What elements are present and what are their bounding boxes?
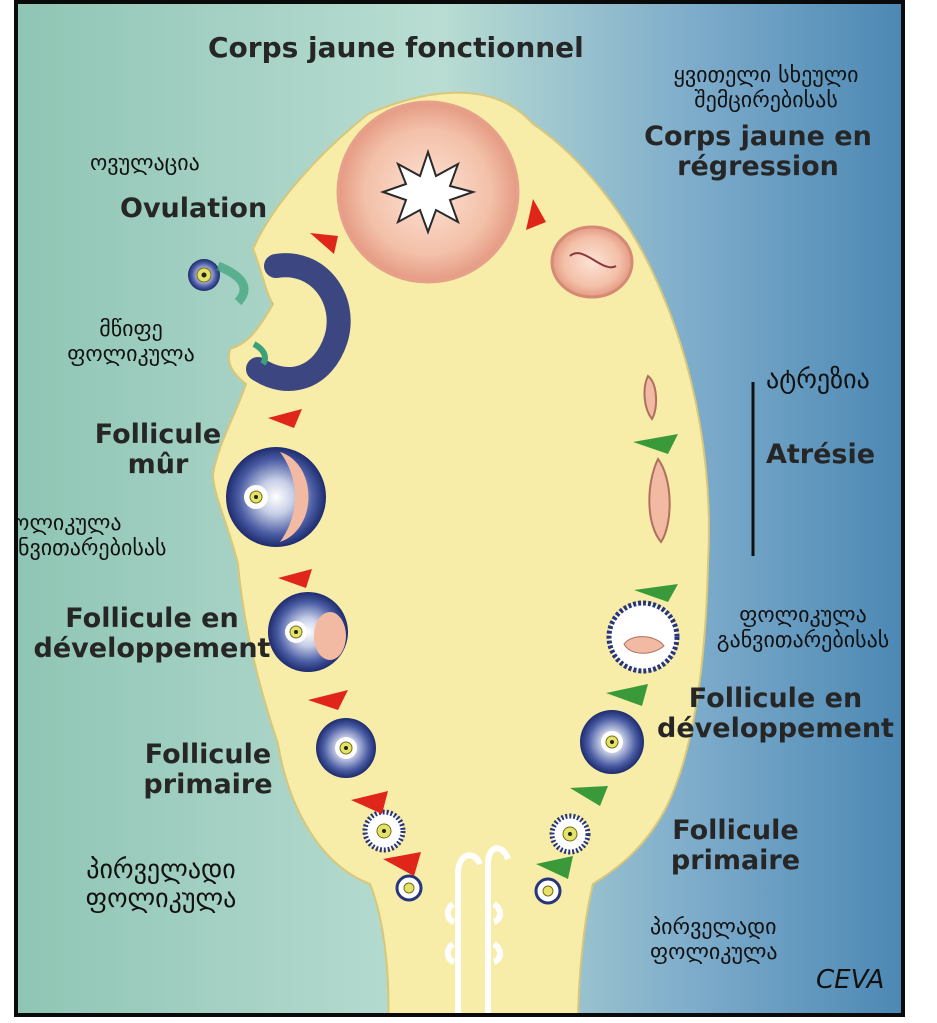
label-follicule-primaire-left-ka: პირველადი ფოლიკულა — [36, 856, 286, 914]
label-follicule-dev-left-fr: Follicule en développement — [32, 604, 272, 664]
label-line: განვითარებისას — [14, 537, 167, 562]
label-line: primaire — [648, 846, 823, 876]
label-follicule-primaire-left-fr: Follicule primaire — [118, 740, 298, 800]
label-follicule-dev-right-fr: Follicule en développement — [648, 684, 903, 744]
label-follicule-dev-left-ka: ფოლიკულა განვითარებისას — [14, 512, 167, 561]
label-line: ფოლიკულა — [683, 604, 905, 629]
label-follicule-mur-ka: მწიფე ფოლიკულა — [26, 318, 236, 367]
label-line: განვითარებისას — [683, 629, 905, 654]
label-corps-jaune-regression-ka: ყვითელი სხეული შემცირებისას — [636, 64, 896, 113]
label-follicule-mur-fr: Follicule mûr — [68, 420, 248, 480]
label-line: ფოლიკულა — [36, 885, 286, 914]
label-line: ყვითელი სხეული — [636, 64, 896, 89]
label-line: primaire — [118, 770, 298, 800]
corpus-luteum-functional — [338, 102, 518, 282]
label-line: Corps jaune en — [623, 122, 893, 152]
label-follicule-primaire-right-ka: პირველადი ფოლიკულა — [650, 916, 778, 965]
follicle-secondary-left — [316, 718, 376, 778]
label-line: Follicule — [648, 816, 823, 846]
corpus-luteum-regressing — [552, 227, 632, 297]
label-line: développement — [648, 714, 903, 744]
label-line: მწიფე — [26, 318, 236, 343]
follicle-primordial-left — [397, 876, 421, 900]
label-line: Follicule en — [648, 684, 903, 714]
diagram-frame: Corps jaune fonctionnel ყვითელი სხეული შ… — [14, 0, 905, 1017]
credit-ceva: CEVA — [816, 966, 884, 995]
label-line: პირველადი — [650, 916, 778, 941]
label-line: Follicule en — [32, 604, 272, 634]
label-line: développement — [32, 634, 272, 664]
label-corps-jaune-fonctionnel: Corps jaune fonctionnel — [208, 32, 584, 63]
label-ovulation-fr: Ovulation — [120, 194, 267, 224]
label-ovulation-ka: ოვულაცია — [90, 152, 200, 177]
label-line: ფოლიკულა — [650, 941, 778, 966]
follicle-secondary-right — [580, 710, 644, 774]
label-atresie-fr: Atrésie — [766, 440, 875, 470]
label-line: ფოლიკულა — [14, 512, 167, 537]
label-follicule-dev-right-ka: ფოლიკულა განვითარებისას — [683, 604, 905, 653]
label-line: mûr — [68, 450, 248, 480]
follicle-primary-left — [365, 812, 403, 850]
follicle-primordial-right — [536, 879, 560, 903]
label-follicule-primaire-right-fr: Follicule primaire — [648, 816, 823, 876]
label-atresie-ka: ატრეზია — [766, 366, 870, 395]
follicle-developing-left — [268, 592, 348, 672]
label-corps-jaune-regression-fr: Corps jaune en régression — [623, 122, 893, 182]
label-line: régression — [623, 152, 893, 182]
label-line: შემცირებისას — [636, 89, 896, 114]
label-line: პირველადი — [36, 856, 286, 885]
follicle-atretic-developing — [609, 603, 677, 671]
label-line: Follicule — [68, 420, 248, 450]
label-line: ფოლიკულა — [26, 343, 236, 368]
follicle-primary-right — [552, 816, 588, 852]
label-line: Follicule — [118, 740, 298, 770]
